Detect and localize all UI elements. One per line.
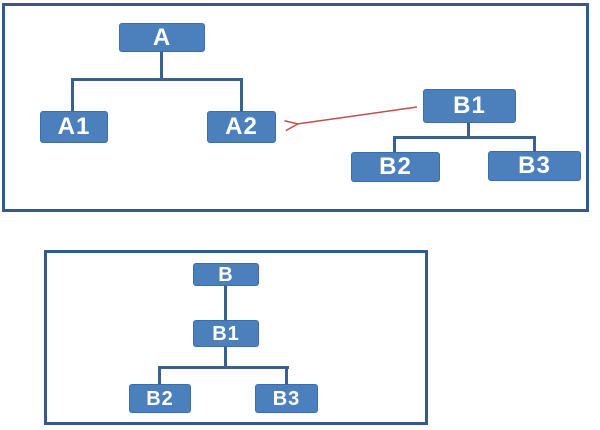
connector-b1-stem xyxy=(467,123,470,137)
connector-b1-crossbar xyxy=(393,136,536,139)
connector-b1-crossbar-bottom xyxy=(158,366,289,369)
connector-b3-drop xyxy=(533,136,536,152)
connector-a-crossbar xyxy=(71,78,243,81)
node-b1-bottom: B1 xyxy=(193,320,259,347)
connector-a1-drop xyxy=(71,78,74,111)
node-b1-top: B1 xyxy=(423,89,516,123)
node-a1: A1 xyxy=(40,111,108,143)
connector-b3-drop-bottom xyxy=(285,366,288,385)
connector-a2-drop xyxy=(240,78,243,111)
node-b-bottom: B xyxy=(193,263,259,286)
connector-b1-stem-bottom xyxy=(224,346,227,368)
connector-b-to-b1 xyxy=(224,285,227,321)
bottom-panel xyxy=(44,250,428,425)
node-a: A xyxy=(119,23,205,52)
top-panel xyxy=(2,3,589,212)
node-b3-bottom: B3 xyxy=(255,384,318,413)
connector-b2-drop xyxy=(393,136,396,153)
node-a2: A2 xyxy=(207,111,276,143)
connector-a-stem xyxy=(160,52,163,81)
node-b2-top: B2 xyxy=(351,152,440,182)
node-b3-top: B3 xyxy=(488,151,581,181)
connector-b2-drop-bottom xyxy=(158,366,161,385)
node-b2-bottom: B2 xyxy=(129,384,191,413)
